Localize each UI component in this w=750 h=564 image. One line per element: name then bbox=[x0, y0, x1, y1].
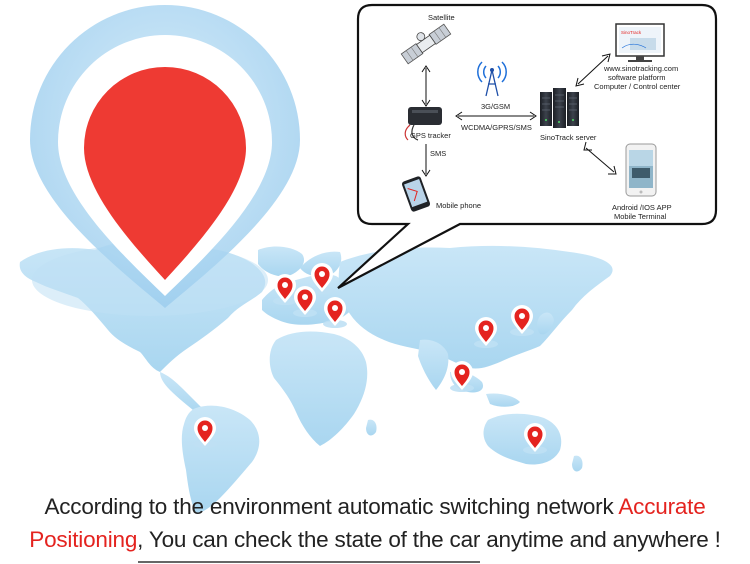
caption-accent-1: Accurate bbox=[618, 494, 706, 519]
caption-line-1: According to the environment automatic s… bbox=[0, 494, 750, 520]
gps-tracker-label: GPS tracker bbox=[410, 131, 451, 140]
location-pin-icon bbox=[510, 305, 534, 336]
tablet-icon bbox=[625, 143, 657, 197]
location-pin-icon bbox=[193, 417, 217, 448]
cell-tower-icon bbox=[477, 61, 507, 97]
app-label-1: Android /IOS APP bbox=[612, 203, 672, 212]
location-pin-icon bbox=[293, 286, 317, 317]
satellite-label: Satellite bbox=[428, 13, 455, 22]
platform-label-3: Computer / Control center bbox=[594, 82, 681, 91]
location-pin-icon bbox=[273, 274, 297, 305]
network-label-1: 3G/GSM bbox=[481, 102, 510, 111]
location-pin-icon bbox=[450, 361, 474, 392]
network-diagram: Satellite GPS tracker 3G/GSM WCDMA/GPRS/… bbox=[337, 3, 718, 289]
big-location-pin-icon bbox=[29, 4, 300, 316]
gps-tracker-icon bbox=[404, 107, 442, 141]
caption-text: According to the environment automatic s… bbox=[44, 494, 619, 519]
monitor-icon: SinoTrack bbox=[615, 23, 665, 62]
mobile-phone-icon bbox=[401, 176, 431, 212]
location-pin-icon bbox=[474, 317, 498, 348]
server-label: SinoTrack server bbox=[540, 133, 597, 142]
caption-accent-2: Positioning bbox=[29, 527, 138, 552]
mobile-phone-label: Mobile phone bbox=[436, 201, 481, 210]
platform-label-1: www.sinotracking.com bbox=[603, 64, 678, 73]
location-pin-icon bbox=[310, 263, 334, 294]
location-pin-icon bbox=[523, 423, 547, 454]
monitor-logo: SinoTrack bbox=[621, 30, 642, 35]
network-label-2: WCDMA/GPRS/SMS bbox=[461, 123, 532, 132]
caption-text-2: , You can check the state of the car any… bbox=[137, 527, 721, 552]
platform-label-2: software platform bbox=[608, 73, 666, 82]
server-icon bbox=[540, 88, 579, 128]
satellite-icon bbox=[400, 23, 452, 65]
sms-label: SMS bbox=[430, 149, 446, 158]
location-pin-icon bbox=[323, 297, 347, 328]
app-label-2: Mobile Terminal bbox=[614, 212, 667, 221]
caption-line-2: Positioning, You can check the state of … bbox=[0, 527, 750, 553]
